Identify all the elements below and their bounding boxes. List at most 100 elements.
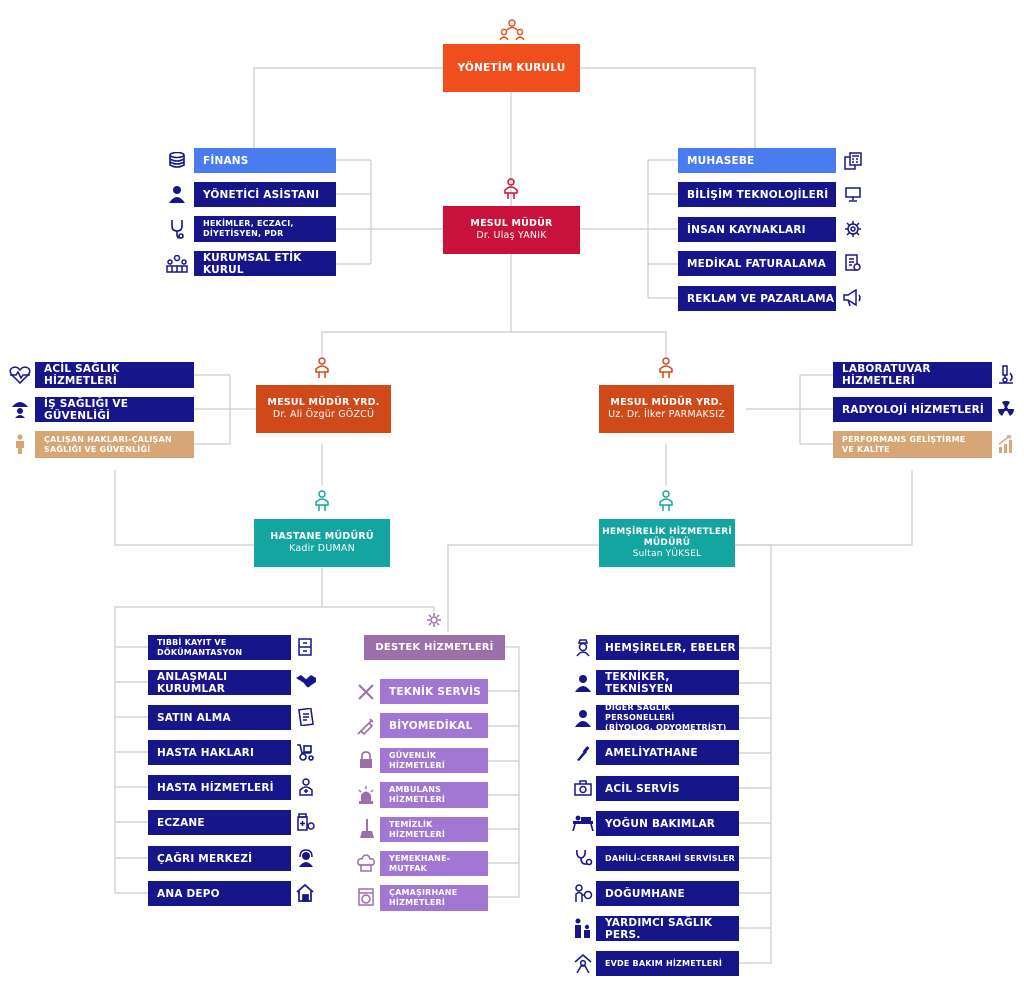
- board-box[interactable]: YÖNETİM KURULU: [443, 44, 580, 92]
- hospital-unit-purchasing[interactable]: SATIN ALMA: [148, 705, 291, 730]
- person-icon: [658, 490, 674, 512]
- hospital-unit-records[interactable]: TIBBİ KAYIT VE DÖKÜMANTASYON: [148, 635, 291, 660]
- unit-label: ANLAŞMALI KURUMLAR: [157, 670, 228, 695]
- nursing-unit-assistants[interactable]: YARDIMCI SAĞLIK PERS.: [596, 916, 739, 941]
- staff-label: BİLİŞİM TEKNOLOJİLERİ: [687, 188, 829, 201]
- nursing-manager-box[interactable]: HEMŞİRELİK HİZMETLERİ MÜDÜRÜ Sultan YÜKS…: [599, 519, 735, 567]
- unit-label: HASTA HİZMETLERİ: [157, 781, 274, 794]
- staff-ethics[interactable]: KURUMSAL ETİK KURUL: [194, 251, 336, 276]
- unit-label: ACİL SERVİS: [605, 782, 680, 795]
- unit-label-line2: (BİYOLOG, ODYOMETRİST): [605, 722, 727, 732]
- unit-radiology[interactable]: RADYOLOJİ HİZMETLERİ: [833, 397, 992, 422]
- nursing-unit-home-care[interactable]: EVDE BAKIM HİZMETLERİ: [596, 951, 739, 976]
- staff-label-line2: DİYETİSYEN, PDR: [203, 229, 284, 238]
- support-biomedical[interactable]: BİYOMEDİKAL: [380, 713, 488, 738]
- umbrella-icon: [12, 400, 28, 418]
- chief-box[interactable]: MESUL MÜDÜR Dr. Ulaş YANIK: [443, 206, 580, 254]
- chief-title: MESUL MÜDÜR: [470, 218, 553, 229]
- worker-icon: [14, 434, 26, 454]
- staff-assistant[interactable]: YÖNETİCİ ASİSTANI: [194, 182, 336, 207]
- staff-accounting[interactable]: MUHASEBE: [678, 148, 836, 173]
- unit-label: DAHİLİ-CERRAHİ SERVİSLER: [605, 853, 736, 863]
- nursing-unit-nurses[interactable]: HEMŞİRELER, EBELER: [596, 635, 739, 660]
- nurse-icon: [576, 639, 590, 657]
- helper-icon: [573, 918, 593, 938]
- hospital-unit-patient-rights[interactable]: HASTA HAKLARI: [148, 740, 291, 765]
- unit-label: İŞ SAĞLIĞI VE GÜVENLİĞİ: [44, 397, 129, 422]
- staff-billing[interactable]: MEDİKAL FATURALAMA: [678, 251, 836, 276]
- unit-emergency-health[interactable]: ACİL SAĞLIK HİZMETLERİ: [35, 362, 194, 388]
- stethoscope-icon: [169, 219, 185, 239]
- unit-label: YARDIMCI SAĞLIK PERS.: [605, 916, 713, 941]
- staff-hr[interactable]: İNSAN KAYNAKLARI: [678, 217, 836, 242]
- unit-label: ANA DEPO: [157, 887, 220, 900]
- warehouse-icon: [296, 884, 314, 902]
- nursing-unit-technicians[interactable]: TEKNİKER, TEKNİSYEN: [596, 670, 739, 695]
- deputy-left-box[interactable]: MESUL MÜDÜR YRD. Dr. Ali Özgür GÖZCÜ: [256, 385, 391, 433]
- unit-label-line2: SAĞLIĞI VE GÜVENLİĞİ: [44, 444, 151, 454]
- support-item-label: TEKNİK SERVİS: [389, 685, 481, 698]
- support-item-label: BİYOMEDİKAL: [389, 719, 473, 732]
- hospital-manager-title: HASTANE MÜDÜRÜ: [270, 531, 374, 542]
- wheelchair-icon: [296, 743, 316, 761]
- deputy-right-box[interactable]: MESUL MÜDÜR YRD. Uz. Dr. İlker PARMAKSIZ: [599, 385, 734, 433]
- staff-it[interactable]: BİLİŞİM TEKNOLOJİLERİ: [678, 182, 836, 207]
- unit-quality[interactable]: PERFORMANS GELİŞTİRME VE KALİTE: [833, 431, 992, 458]
- unit-label-line1: ÇALIŞAN HAKLARI-ÇALIŞAN: [44, 434, 172, 444]
- unit-label: HEMŞİRELER, EBELER: [605, 641, 736, 654]
- committee-icon: [166, 255, 188, 273]
- medkit-icon: [574, 780, 592, 796]
- unit-label: ÇAĞRI MERKEZİ: [157, 852, 253, 865]
- chief-name: Dr. Ulaş YANIK: [476, 230, 547, 241]
- people-group-icon: [499, 19, 525, 41]
- hospital-manager-box[interactable]: HASTANE MÜDÜRÜ Kadir DUMAN: [254, 519, 390, 567]
- support-ambulance[interactable]: AMBULANS HİZMETLERİ: [380, 782, 488, 808]
- staff-marketing[interactable]: REKLAM VE PAZARLAMA: [678, 286, 836, 311]
- unit-laboratory[interactable]: LABORATUVAR HİZMETLERİ: [833, 362, 992, 388]
- gear-icon: [427, 613, 441, 627]
- unit-label-line1: PERFORMANS GELİŞTİRME: [842, 434, 966, 444]
- nursing-unit-emergency[interactable]: ACİL SERVİS: [596, 776, 739, 801]
- support-item-label-line2: HİZMETLERİ: [389, 795, 446, 804]
- support-title: DESTEK HİZMETLERİ: [375, 642, 494, 653]
- support-laundry[interactable]: ÇAMAŞIRHANE HİZMETLERİ: [380, 885, 488, 911]
- nursing-unit-wards[interactable]: DAHİLİ-CERRAHİ SERVİSLER: [596, 846, 739, 871]
- hospital-unit-call-center[interactable]: ÇAĞRI MERKEZİ: [148, 846, 291, 871]
- invoice-icon: [845, 254, 861, 272]
- hospital-unit-patient-services[interactable]: HASTA HİZMETLERİ: [148, 775, 291, 800]
- support-kitchen[interactable]: YEMEKHANE-MUTFAK: [380, 851, 488, 876]
- hospital-unit-main-depot[interactable]: ANA DEPO: [148, 881, 291, 906]
- megaphone-icon: [843, 289, 863, 307]
- support-cleaning[interactable]: TEMİZLİK HİZMETLERİ: [380, 817, 488, 842]
- hospital-unit-pharmacy[interactable]: ECZANE: [148, 810, 291, 835]
- hospital-unit-contracted[interactable]: ANLAŞMALI KURUMLAR: [148, 670, 291, 695]
- unit-label: DOĞUMHANE: [605, 887, 685, 900]
- checklist-icon: [298, 708, 314, 726]
- support-header[interactable]: DESTEK HİZMETLERİ: [364, 635, 505, 660]
- unit-label: YOĞUN BAKIMLAR: [605, 817, 716, 830]
- nursing-unit-surgery[interactable]: AMELİYATHANE: [596, 740, 739, 765]
- support-technical[interactable]: TEKNİK SERVİS: [380, 679, 488, 704]
- microscope-icon: [997, 365, 1015, 385]
- nursing-manager-title2: MÜDÜRÜ: [643, 537, 691, 548]
- staff-doctors[interactable]: HEKİMLER, ECZACI, DİYETİSYEN, PDR: [194, 216, 336, 242]
- nursing-unit-intensive-care[interactable]: YOĞUN BAKIMLAR: [596, 811, 739, 836]
- staff-label: FİNANS: [203, 154, 249, 167]
- staff-label: MUHASEBE: [687, 154, 755, 167]
- staff-label: KURUMSAL ETİK KURUL: [203, 251, 302, 276]
- deputy-right-name: Uz. Dr. İlker PARMAKSIZ: [608, 409, 725, 420]
- nursing-unit-other-staff[interactable]: DİĞER SAĞLIK PERSONELLERİ (BİYOLOG, ODYO…: [596, 703, 739, 732]
- chef-hat-icon: [357, 854, 375, 872]
- lock-icon: [359, 751, 373, 769]
- unit-label: HASTA HAKLARI: [157, 746, 255, 759]
- call-center-icon: [297, 849, 315, 867]
- nursing-unit-maternity[interactable]: DOĞUMHANE: [596, 881, 739, 906]
- calculator-icon: [844, 152, 862, 170]
- support-security[interactable]: GÜVENLİK HİZMETLERİ: [380, 748, 488, 773]
- unit-label: EVDE BAKIM HİZMETLERİ: [605, 958, 723, 968]
- unit-employee-rights[interactable]: ÇALIŞAN HAKLARI-ÇALIŞAN SAĞLIĞI VE GÜVEN…: [35, 431, 194, 458]
- unit-occupational-safety[interactable]: İŞ SAĞLIĞI VE GÜVENLİĞİ: [35, 397, 194, 422]
- staff-finans[interactable]: FİNANS: [194, 148, 336, 173]
- deputy-left-name: Dr. Ali Özgür GÖZCÜ: [272, 409, 375, 420]
